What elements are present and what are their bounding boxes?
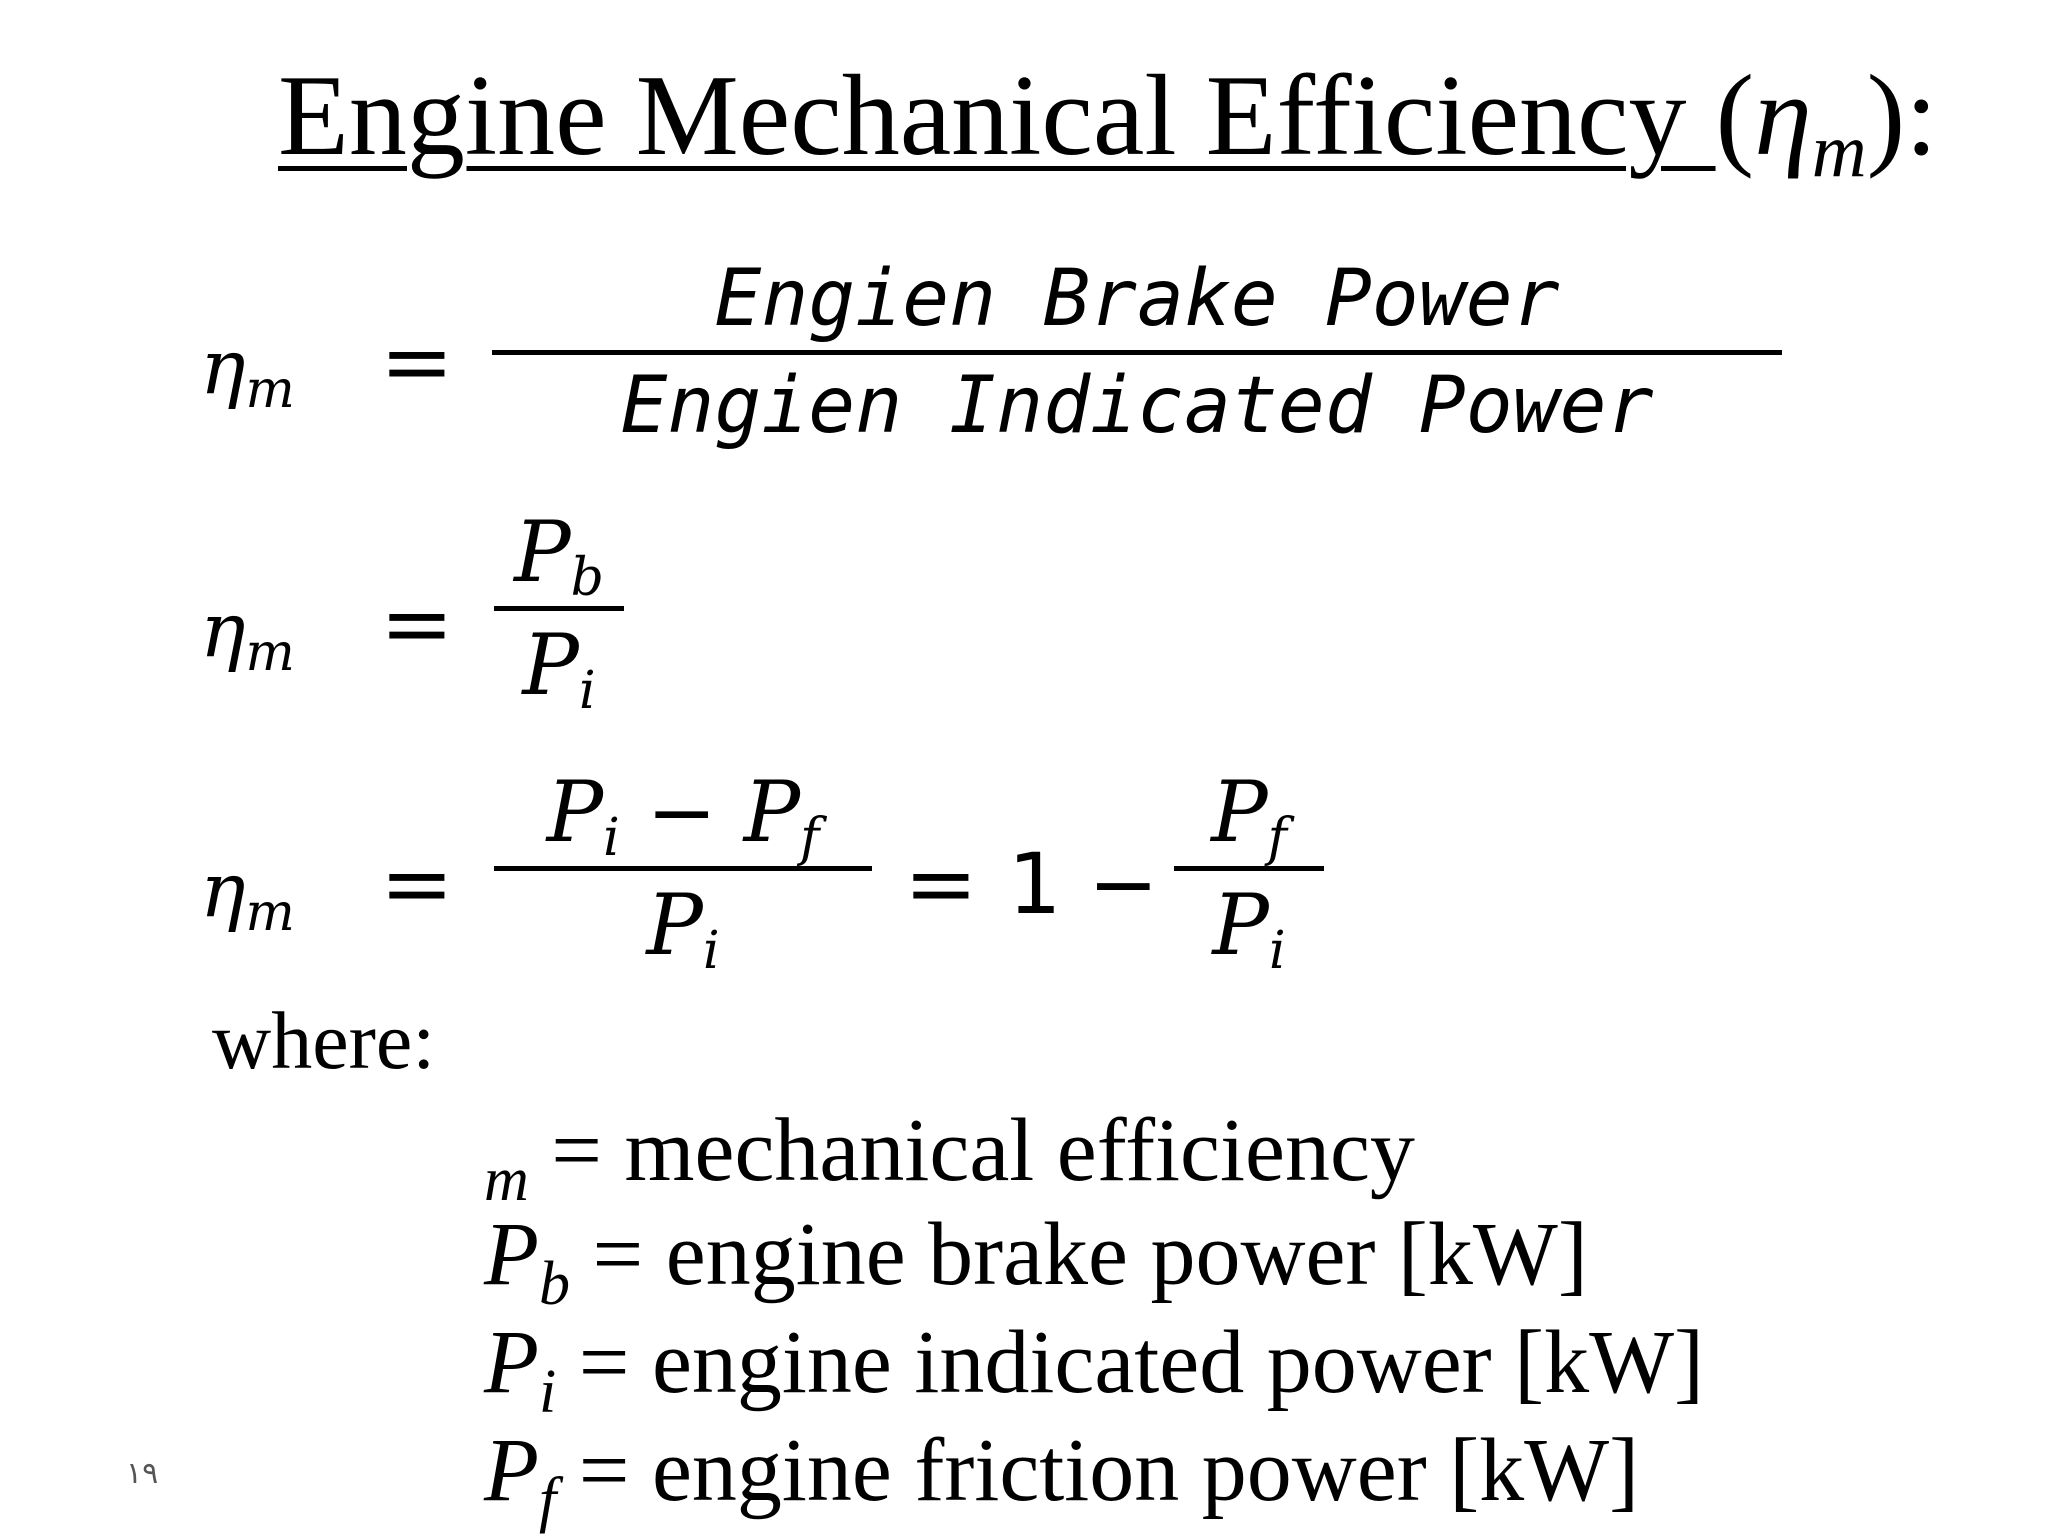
- eq2-fraction: Pb Pi: [494, 510, 624, 717]
- eq2-equals: =: [380, 572, 454, 675]
- eq3-num-a-sub: i: [603, 808, 620, 868]
- where-label: where:: [212, 995, 436, 1086]
- eq2-lhs: ηm: [200, 585, 295, 679]
- eq2-eta: η: [200, 585, 246, 674]
- eq3-fraction-2-bar: [1174, 866, 1324, 871]
- eq3-one-minus: 1 −: [1008, 835, 1159, 933]
- eq1-equals: =: [380, 310, 454, 413]
- eq3-eta-sub: m: [245, 883, 295, 943]
- def1-text: = mechanical efficiency: [528, 1101, 1415, 1200]
- eq3-num-a-var: P: [546, 763, 604, 861]
- eq3-numerator: Pi − Pf: [547, 770, 820, 864]
- title-paren-close: ):: [1866, 52, 1938, 180]
- eq1-fraction-bar: [492, 350, 1782, 355]
- eq2-den-var: P: [522, 616, 579, 714]
- def3-symbol: P: [484, 1313, 539, 1412]
- eq3-fraction-1: Pi − Pf Pi: [494, 770, 872, 977]
- eq3-den-var: P: [646, 876, 703, 974]
- eq3-minus: −: [646, 763, 717, 861]
- definition-brake-power: Pb = engine brake power [kW]: [484, 1210, 1588, 1316]
- eq1-denominator: Engien Indicated Power: [620, 361, 1654, 451]
- eq2-fraction-bar: [494, 606, 624, 611]
- eq2-denominator: Pi: [522, 623, 595, 717]
- def4-text: = engine friction power [kW]: [556, 1421, 1640, 1520]
- page-number: ١٩: [126, 1456, 159, 1491]
- eq3-num-b-sub: f: [800, 808, 820, 868]
- eq2-num-var: P: [514, 503, 571, 601]
- def3-subscript: i: [538, 1358, 557, 1426]
- title-eta-symbol: η: [1754, 52, 1812, 180]
- eq2-den-sub: i: [578, 661, 596, 721]
- eq3-frac2-num-var: P: [1211, 763, 1268, 861]
- eq3-frac2-den-sub: i: [1268, 921, 1286, 981]
- definition-friction-power: Pf = engine friction power [kW]: [484, 1426, 1639, 1532]
- eq1-numerator: Engien Brake Power: [714, 254, 1560, 344]
- eq1-eta: η: [200, 322, 246, 411]
- eq3-equals: =: [380, 832, 454, 935]
- def3-text: = engine indicated power [kW]: [556, 1313, 1705, 1412]
- definition-mechanical-efficiency: m = mechanical efficiency: [484, 1106, 1415, 1212]
- eq1-eta-sub: m: [245, 360, 295, 420]
- eq3-frac2-numerator: Pf: [1211, 770, 1287, 864]
- definition-indicated-power: Pi = engine indicated power [kW]: [484, 1318, 1704, 1424]
- def2-symbol: P: [484, 1205, 539, 1304]
- title-eta-subscript: m: [1811, 109, 1867, 193]
- def2-subscript: b: [538, 1250, 570, 1318]
- eq3-fraction-2: Pf Pi: [1174, 770, 1324, 977]
- eq1-fraction: Engien Brake Power Engien Indicated Powe…: [492, 260, 1782, 445]
- eq3-num-b-var: P: [743, 763, 801, 861]
- eq1-lhs: ηm: [200, 322, 295, 416]
- eq2-eta-sub: m: [245, 623, 295, 683]
- eq3-equals-2: =: [904, 832, 978, 935]
- eq3-denominator: Pi: [646, 883, 719, 977]
- eq2-numerator: Pb: [514, 510, 604, 604]
- eq3-eta: η: [200, 845, 246, 934]
- eq2-num-sub: b: [570, 548, 604, 608]
- eq3-lhs: ηm: [200, 845, 295, 939]
- eq3-den-sub: i: [702, 921, 720, 981]
- eq3-frac2-denominator: Pi: [1212, 883, 1285, 977]
- def1-subscript: m: [484, 1146, 529, 1214]
- slide-title: Engine Mechanical Efficiency (ηm):: [278, 58, 1937, 189]
- eq3-frac2-num-sub: f: [1267, 808, 1287, 868]
- eq3-frac2-den-var: P: [1212, 876, 1269, 974]
- def4-symbol: P: [484, 1421, 539, 1520]
- title-text: Engine Mechanical Efficiency: [278, 52, 1716, 180]
- def2-text: = engine brake power [kW]: [569, 1205, 1588, 1304]
- title-paren-open: (: [1715, 52, 1755, 180]
- def4-subscript: f: [538, 1466, 557, 1534]
- eq3-fraction-1-bar: [494, 866, 872, 871]
